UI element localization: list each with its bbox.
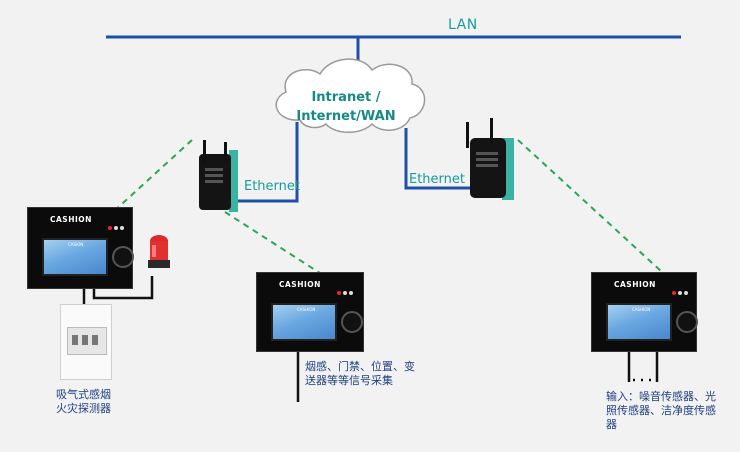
terminal-brand: CASHION	[50, 215, 92, 224]
detector-caption: 吸气式感烟 火灾探测器	[56, 388, 111, 416]
terminal-brand: CASHION	[614, 280, 656, 289]
cloud-label-line2: Internet/WAN	[296, 109, 396, 124]
alarm-lamp-icon	[148, 235, 170, 268]
status-leds	[672, 280, 690, 299]
terminal-screen: CASHION	[271, 303, 337, 341]
mid-caption-line2: 送器等等信号采集	[305, 374, 393, 387]
ethernet-label-right: Ethernet	[409, 172, 465, 187]
wifi-link-right-terminal	[517, 139, 663, 273]
detector-caption-line2: 火灾探测器	[56, 402, 111, 415]
terminal-screen: CASION	[42, 238, 108, 276]
terminal-screen: CASHION	[606, 303, 672, 341]
status-leds	[337, 280, 355, 299]
aspirating-smoke-detector	[60, 304, 112, 380]
cloud-to-left-router-line	[228, 122, 299, 203]
screen-logo: CASHION	[297, 307, 316, 312]
terminal-middle: CASHION CASHION	[256, 272, 364, 352]
card-reader-icon	[112, 246, 134, 268]
ethernet-label-left: Ethernet	[244, 179, 300, 194]
cloud-label-line1: Intranet /	[311, 90, 381, 105]
detector-caption-line1: 吸气式感烟	[56, 388, 111, 401]
mid-caption-line1: 烟感、门禁、位置、变	[305, 360, 415, 373]
right-terminal-caption: 输入：噪音传感器、光 照传感器、洁净度传感 器	[606, 390, 716, 432]
wireless-router-left	[199, 140, 238, 212]
card-reader-icon	[676, 311, 698, 333]
lan-label: LAN	[448, 17, 478, 33]
right-caption-line2: 照传感器、洁净度传感	[606, 404, 716, 417]
right-caption-line3: 器	[606, 418, 617, 431]
cloud-label: Intranet / Internet/WAN	[290, 88, 402, 126]
detector-panel	[67, 327, 107, 355]
terminal-brand: CASHION	[279, 280, 321, 289]
card-reader-icon	[341, 311, 363, 333]
wifi-link-left-terminal	[111, 139, 193, 214]
screen-logo: CASHION	[632, 307, 651, 312]
wifi-link-mid-terminal	[224, 211, 324, 276]
cloud-to-right-router-line	[404, 128, 476, 190]
wireless-router-right	[466, 118, 514, 200]
mid-terminal-caption: 烟感、门禁、位置、变 送器等等信号采集	[305, 360, 415, 388]
cloud-shape	[275, 58, 426, 133]
status-leds	[108, 215, 126, 234]
screen-logo: CASION	[68, 242, 84, 247]
terminal-right: CASHION CASHION	[591, 272, 698, 352]
terminal-left: CASHION CASION	[27, 207, 134, 289]
terminal-to-alarm-wire	[92, 276, 154, 300]
right-caption-line1: 输入：噪音传感器、光	[606, 390, 716, 403]
